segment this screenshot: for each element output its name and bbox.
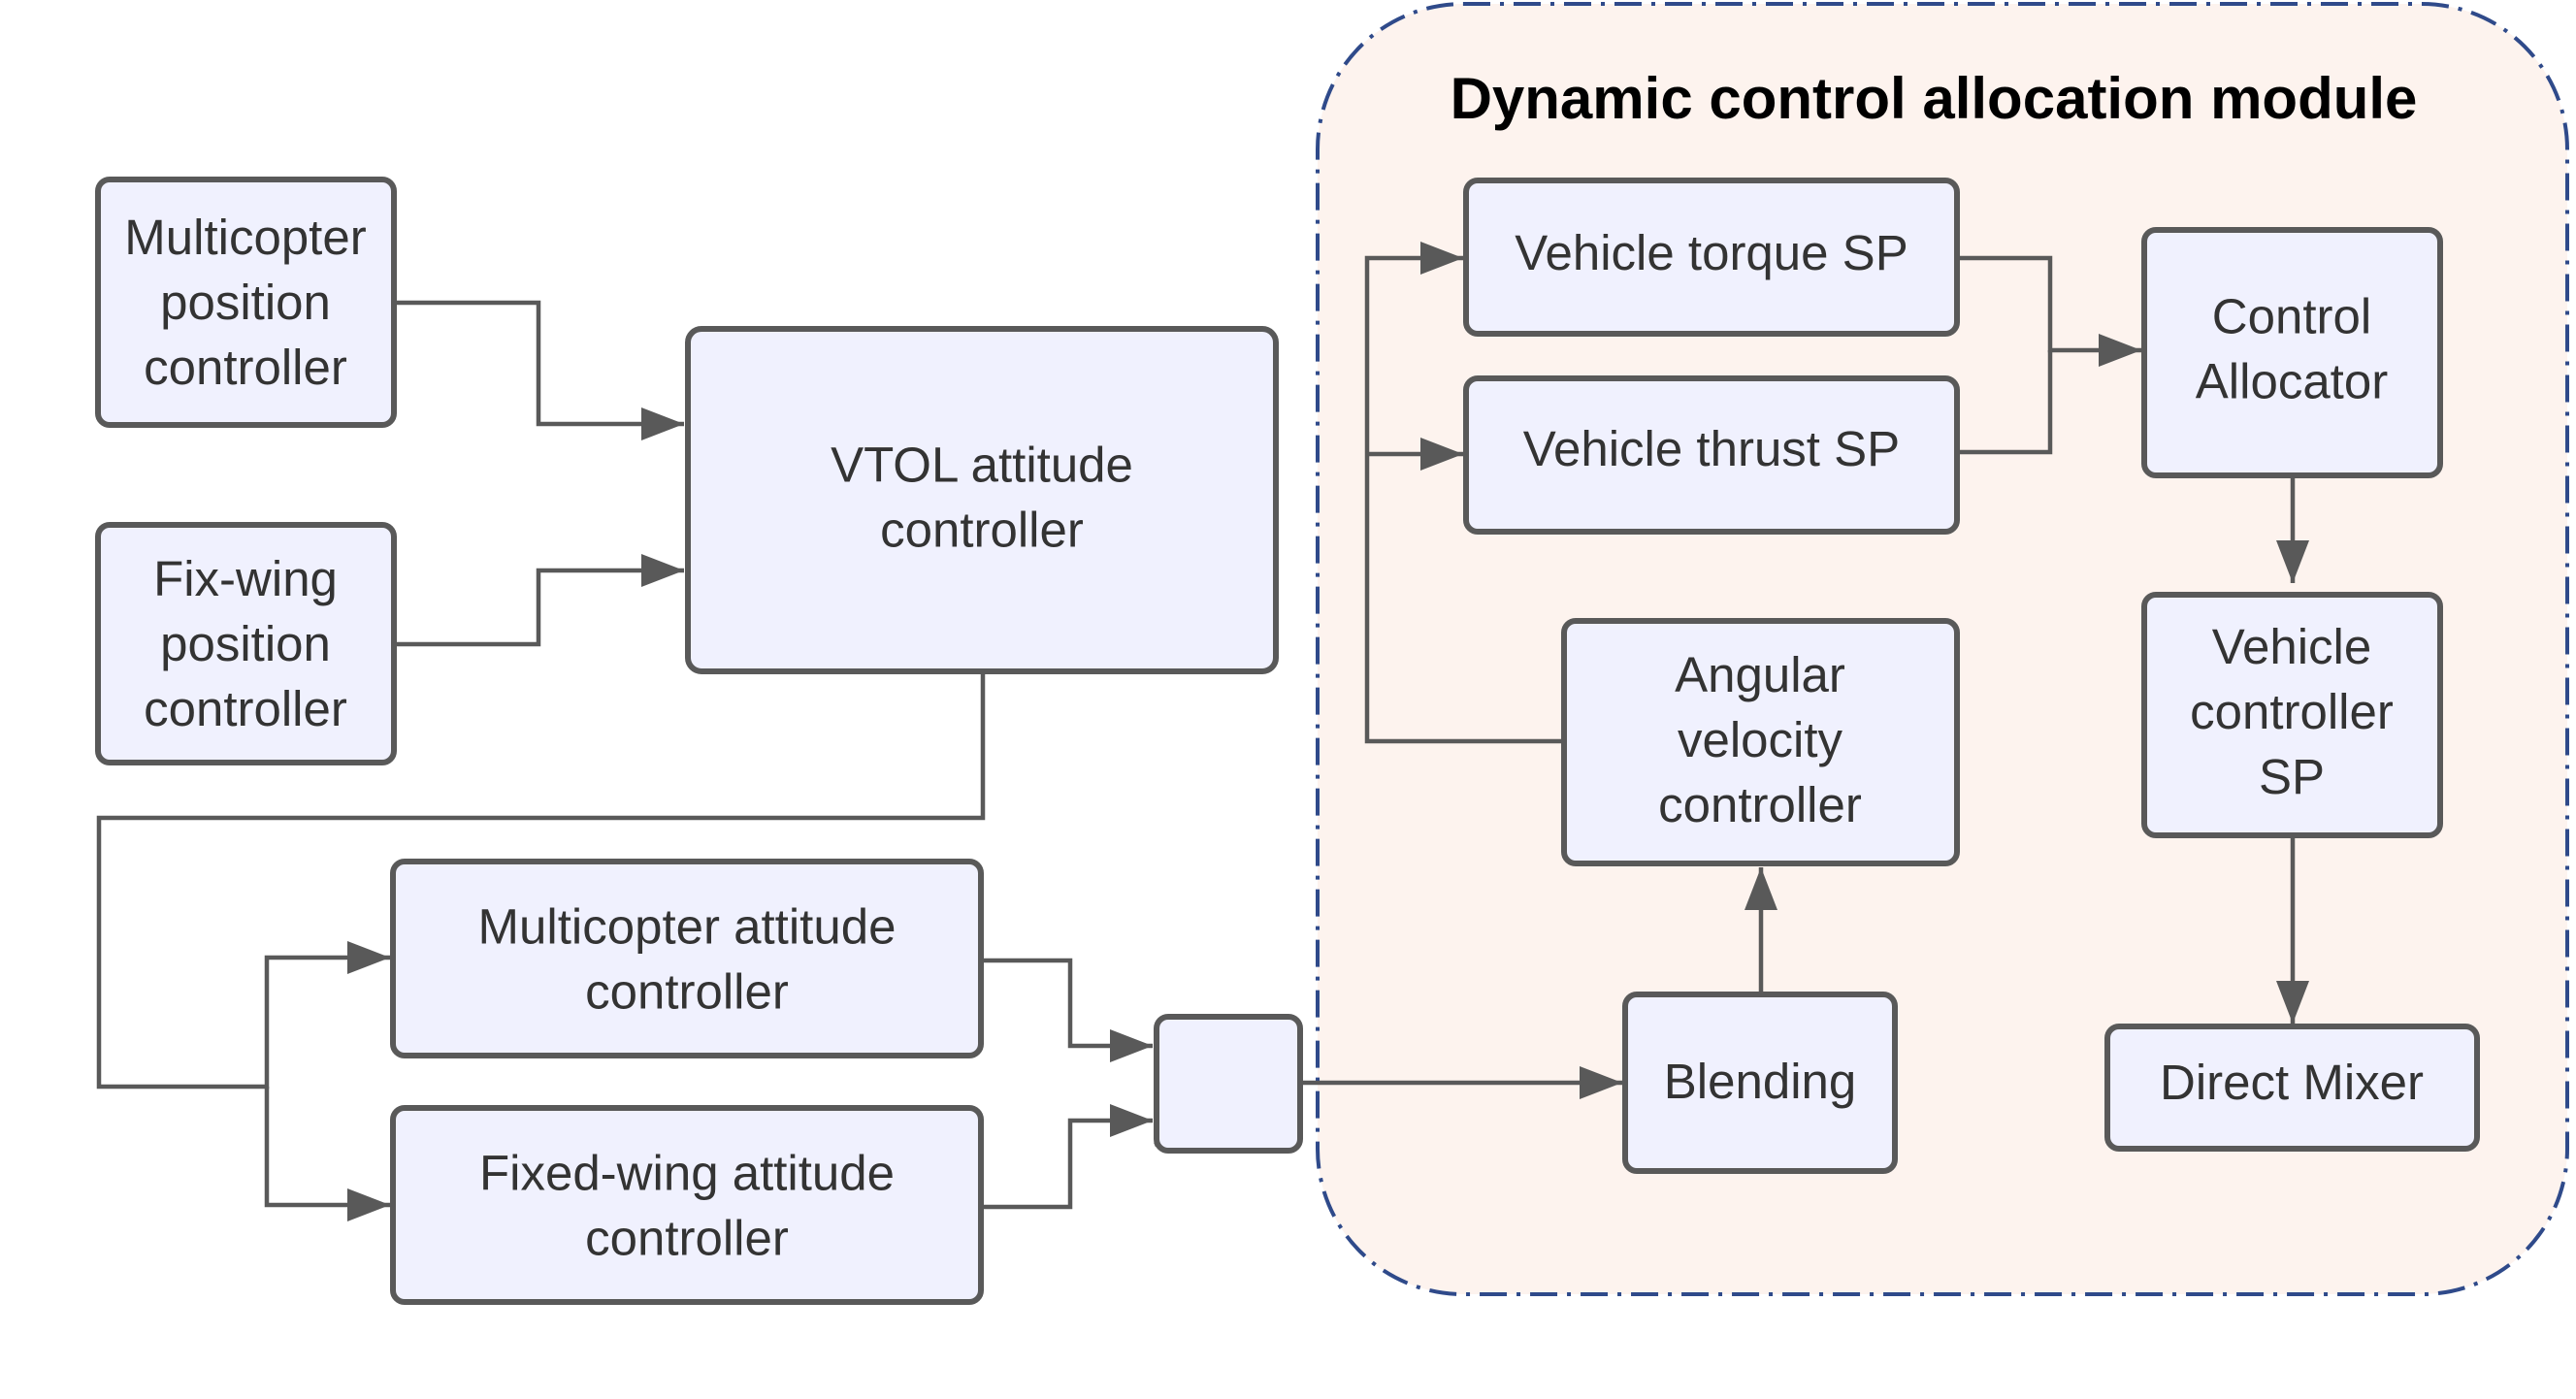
block-label-line: Vehicle thrust SP	[1523, 421, 1900, 476]
block-label-line: Blending	[1664, 1054, 1857, 1109]
block-label-line: controller	[1658, 777, 1862, 832]
block-label-line: controller	[144, 340, 347, 395]
block-label-torque-sp: Vehicle torque SP	[1515, 225, 1908, 280]
block-label-line: Angular	[1675, 647, 1845, 702]
block-label-line: controller	[585, 1211, 789, 1266]
arrow-ang-vel-to-torque	[1364, 242, 1562, 744]
block-label-line: controller	[880, 503, 1084, 558]
blocks: Multicopter position controller Fix-wing po…	[95, 177, 2480, 1305]
arrow-mc-att-to-switch	[983, 958, 1153, 1062]
arrow-thrust-to-allocator	[1959, 350, 2053, 455]
block-multicopter-position-controller: Multicopter position controller	[95, 177, 397, 428]
block-vtol-attitude-controller: VTOL attitude controller	[685, 326, 1279, 674]
block-multicopter-attitude-controller: Multicopter attitude controller	[390, 859, 984, 1058]
block-mode-switch	[1154, 1014, 1303, 1154]
block-vehicle-torque-sp: Vehicle torque SP	[1463, 178, 1960, 337]
block-label-line: position	[160, 275, 331, 330]
arrow-vtol-to-fw-att	[264, 1087, 390, 1221]
block-label-line: SP	[2259, 749, 2325, 804]
block-label-fw-pos: Fix-wing position controller	[144, 551, 347, 736]
block-label-line: Fixed-wing attitude	[479, 1146, 895, 1201]
block-label-direct-mixer: Direct Mixer	[2160, 1055, 2424, 1110]
block-label-line: Fix-wing	[153, 551, 338, 606]
block-label-line: VTOL attitude	[831, 438, 1133, 493]
block-label-ang-vel: Angular velocity controller	[1658, 647, 1862, 832]
module-title: Dynamic control allocation module	[1451, 66, 2418, 131]
block-label-mc-pos: Multicopter position controller	[124, 210, 366, 395]
block-angular-velocity-controller: Angular velocity controller	[1561, 618, 1960, 866]
block-label-line: position	[160, 616, 331, 671]
arrow-mc-pos-to-vtol	[396, 300, 684, 440]
block-label-line: Vehicle torque SP	[1515, 225, 1908, 280]
block-label-line: Control	[2212, 289, 2371, 344]
block-label-line: Multicopter	[124, 210, 366, 265]
block-label-line: Vehicle	[2212, 619, 2371, 674]
block-label-line: controller	[2190, 684, 2394, 739]
block-label-vtol-att: VTOL attitude controller	[831, 438, 1133, 558]
block-direct-mixer: Direct Mixer	[2104, 1024, 2480, 1152]
block-label-blending: Blending	[1664, 1054, 1857, 1109]
block-blending: Blending	[1622, 992, 1898, 1174]
arrow-vtol-to-mc-att	[96, 673, 986, 1090]
arrow-fw-att-to-switch	[983, 1104, 1153, 1210]
block-label-line: controller	[144, 681, 347, 736]
block-label-line: Allocator	[2196, 354, 2388, 409]
block-vehicle-thrust-sp: Vehicle thrust SP	[1463, 375, 1960, 535]
block-fix-wing-position-controller: Fix-wing position controller	[95, 522, 397, 765]
block-label-mc-att: Multicopter attitude controller	[478, 899, 897, 1020]
block-label-line: Direct Mixer	[2160, 1055, 2424, 1110]
block-label-line: controller	[585, 964, 789, 1020]
block-label-line: Multicopter attitude	[478, 899, 897, 955]
block-label-line: velocity	[1678, 712, 1843, 767]
arrow-fw-pos-to-vtol	[396, 554, 684, 647]
arrow-torque-to-allocator	[1959, 255, 2141, 367]
block-fixed-wing-attitude-controller: Fixed-wing attitude controller	[390, 1105, 984, 1305]
block-label-fw-att: Fixed-wing attitude controller	[479, 1146, 895, 1266]
block-label-thrust-sp: Vehicle thrust SP	[1523, 421, 1900, 476]
